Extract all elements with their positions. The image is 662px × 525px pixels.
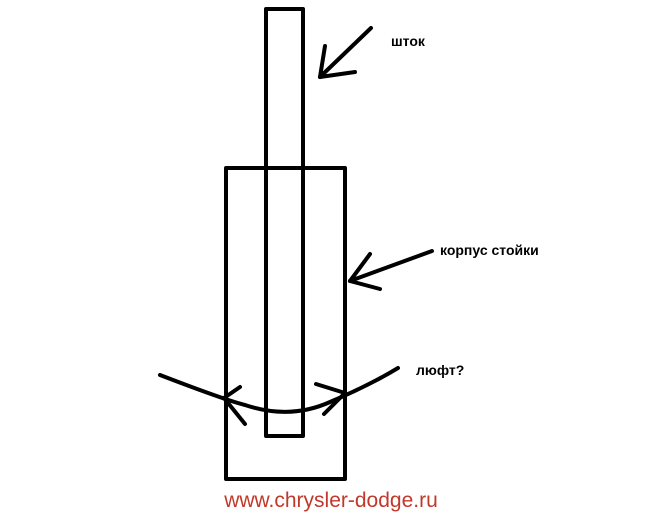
rod-label: шток [391, 33, 425, 49]
housing-label: корпус стойки [440, 242, 539, 258]
housing-arrow [348, 249, 434, 291]
rod-arrow [318, 26, 373, 79]
play-arc-arrow [158, 366, 400, 426]
strut-housing [224, 166, 347, 481]
piston-rod [264, 7, 305, 438]
play-label: люфт? [416, 362, 465, 378]
watermark-url: www.chrysler-dodge.ru [224, 489, 438, 512]
